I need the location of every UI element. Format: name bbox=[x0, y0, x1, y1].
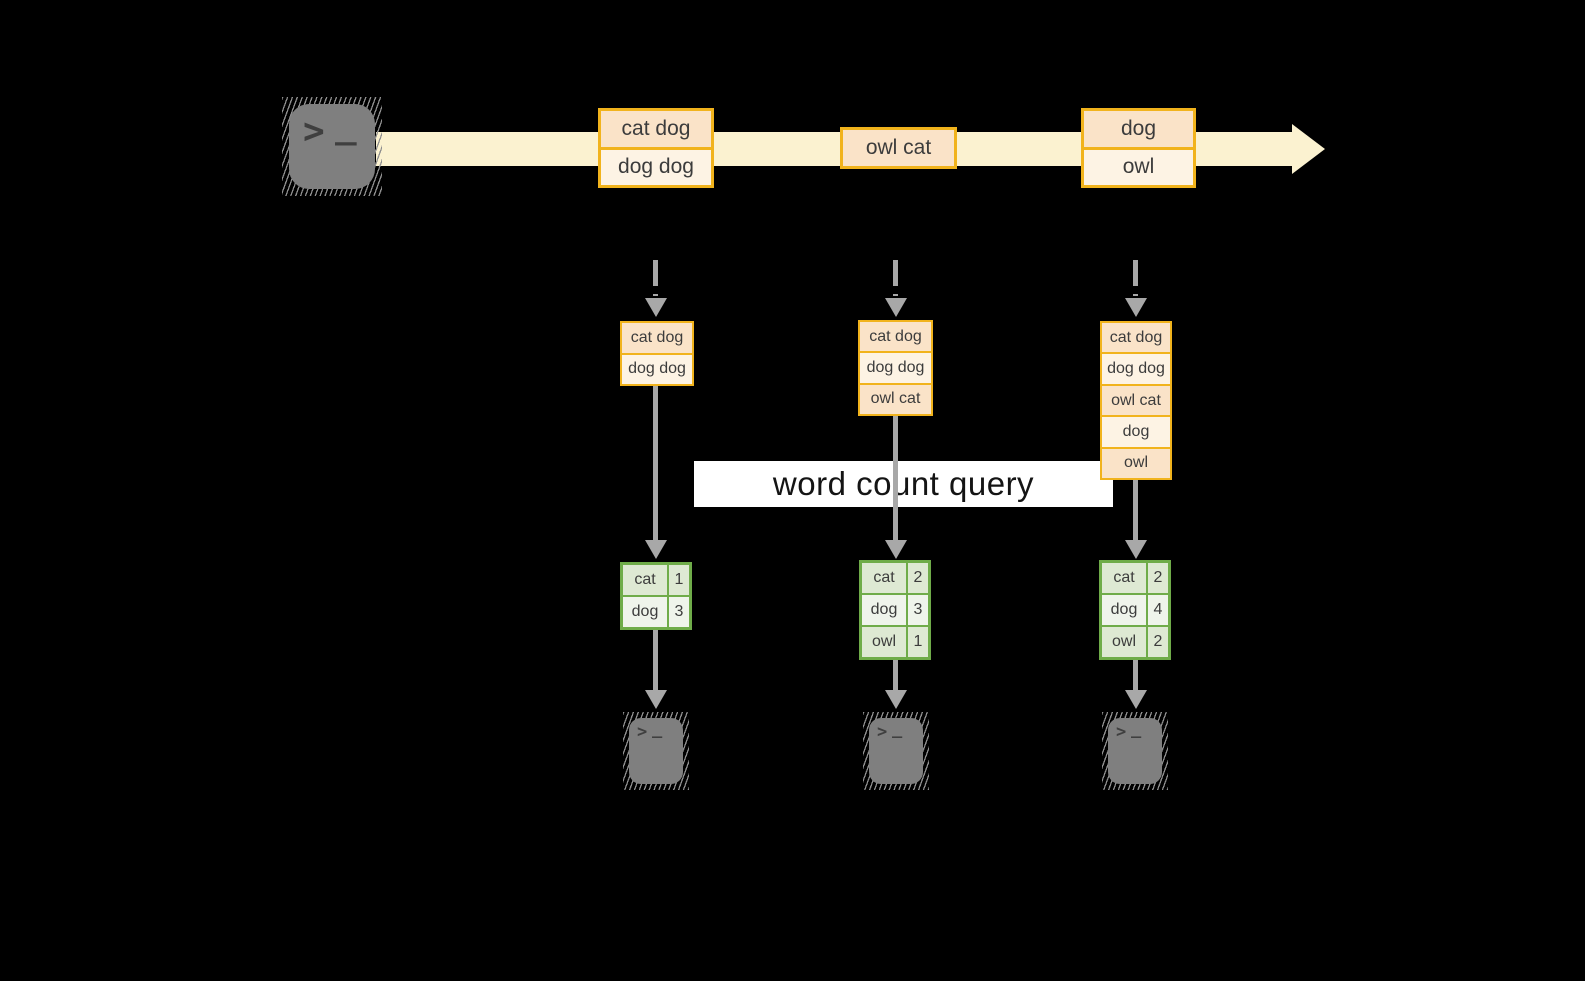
count-table-3: cat 2 dog 4 owl 2 bbox=[1099, 560, 1171, 660]
connector-line bbox=[653, 630, 658, 690]
stream-batch-2: owl cat bbox=[840, 127, 957, 169]
input-state-stack-2: cat dog dog dog owl cat bbox=[858, 320, 933, 416]
count-value-cell: 3 bbox=[906, 595, 928, 625]
prompt-chevron-icon: > bbox=[637, 722, 648, 742]
connector-line bbox=[893, 415, 898, 540]
count-row: cat 1 bbox=[623, 565, 689, 595]
state-row: owl cat bbox=[860, 382, 931, 414]
connector-line bbox=[893, 660, 898, 690]
count-row: cat 2 bbox=[1102, 563, 1168, 593]
terminal-icon: > _ bbox=[1102, 712, 1168, 790]
connector-arrowhead-icon bbox=[645, 690, 667, 709]
count-word-cell: cat bbox=[1102, 563, 1146, 593]
count-word-cell: dog bbox=[862, 595, 906, 625]
prompt-cursor-icon: _ bbox=[652, 719, 663, 739]
count-row: cat 2 bbox=[862, 563, 928, 593]
terminal-body: > _ bbox=[289, 104, 375, 189]
connector-arrowhead-icon bbox=[645, 540, 667, 559]
prompt-cursor-icon: _ bbox=[892, 719, 903, 739]
terminal-icon: > _ bbox=[623, 712, 689, 790]
count-value-cell: 2 bbox=[1146, 563, 1168, 593]
connector-line bbox=[653, 385, 658, 540]
count-word-cell: owl bbox=[1102, 627, 1146, 657]
input-state-stack-1: cat dog dog dog bbox=[620, 321, 694, 386]
count-value-cell: 1 bbox=[906, 627, 928, 657]
count-table-2: cat 2 dog 3 owl 1 bbox=[859, 560, 931, 660]
connector-arrowhead-icon bbox=[1125, 690, 1147, 709]
dashed-arrowhead-icon bbox=[885, 298, 907, 317]
count-value-cell: 3 bbox=[667, 597, 689, 627]
state-row: dog dog bbox=[860, 351, 931, 383]
dashed-arrow bbox=[893, 260, 898, 296]
dashed-arrowhead-icon bbox=[1125, 298, 1147, 317]
count-word-cell: cat bbox=[862, 563, 906, 593]
state-row: dog dog bbox=[1102, 352, 1170, 384]
stream-record: dog bbox=[1084, 111, 1193, 147]
stream-arrowhead-icon bbox=[1292, 124, 1325, 174]
count-word-cell: dog bbox=[623, 597, 667, 627]
dashed-arrow bbox=[1133, 260, 1138, 296]
connector-arrowhead-icon bbox=[885, 690, 907, 709]
state-row: owl cat bbox=[1102, 383, 1170, 416]
state-row: dog dog bbox=[622, 352, 692, 384]
stream-batch-1: cat dog dog dog bbox=[598, 108, 714, 188]
stream-record: owl bbox=[1084, 146, 1193, 185]
prompt-chevron-icon: > bbox=[877, 722, 888, 742]
input-state-stack-3: cat dog dog dog owl cat dog owl bbox=[1100, 321, 1172, 480]
terminal-icon: > _ bbox=[863, 712, 929, 790]
state-row: owl bbox=[1102, 446, 1170, 479]
stream-record: cat dog bbox=[601, 111, 711, 147]
dashed-arrow bbox=[653, 260, 658, 296]
stream-batch-3: dog owl bbox=[1081, 108, 1196, 188]
terminal-icon: > _ bbox=[282, 97, 382, 196]
count-row: owl 1 bbox=[862, 625, 928, 657]
connector-line bbox=[1133, 479, 1138, 540]
count-table-1: cat 1 dog 3 bbox=[620, 562, 692, 630]
count-row: dog 3 bbox=[623, 595, 689, 627]
connector-arrowhead-icon bbox=[885, 540, 907, 559]
prompt-cursor-icon: _ bbox=[1131, 719, 1142, 739]
count-row: owl 2 bbox=[1102, 625, 1168, 657]
stream-record: dog dog bbox=[601, 146, 711, 185]
terminal-body: > _ bbox=[869, 718, 923, 784]
connector-arrowhead-icon bbox=[1125, 540, 1147, 559]
count-word-cell: cat bbox=[623, 565, 667, 595]
state-row: cat dog bbox=[1102, 323, 1170, 353]
count-row: dog 3 bbox=[862, 593, 928, 625]
prompt-cursor-icon: _ bbox=[335, 105, 357, 146]
state-row: dog bbox=[1102, 415, 1170, 447]
count-value-cell: 2 bbox=[1146, 627, 1168, 657]
state-row: cat dog bbox=[860, 322, 931, 352]
terminal-body: > _ bbox=[629, 718, 683, 784]
query-label: word count query bbox=[772, 465, 1035, 502]
count-value-cell: 2 bbox=[906, 563, 928, 593]
dashed-arrowhead-icon bbox=[645, 298, 667, 317]
prompt-chevron-icon: > bbox=[1116, 722, 1127, 742]
count-value-cell: 4 bbox=[1146, 595, 1168, 625]
state-row: cat dog bbox=[622, 323, 692, 353]
count-word-cell: dog bbox=[1102, 595, 1146, 625]
prompt-chevron-icon: > bbox=[303, 111, 325, 152]
connector-line bbox=[1133, 660, 1138, 690]
count-word-cell: owl bbox=[862, 627, 906, 657]
terminal-body: > _ bbox=[1108, 718, 1162, 784]
query-label-band: word count query bbox=[694, 461, 1113, 507]
count-value-cell: 1 bbox=[667, 565, 689, 595]
count-row: dog 4 bbox=[1102, 593, 1168, 625]
stream-record: owl cat bbox=[843, 130, 954, 166]
